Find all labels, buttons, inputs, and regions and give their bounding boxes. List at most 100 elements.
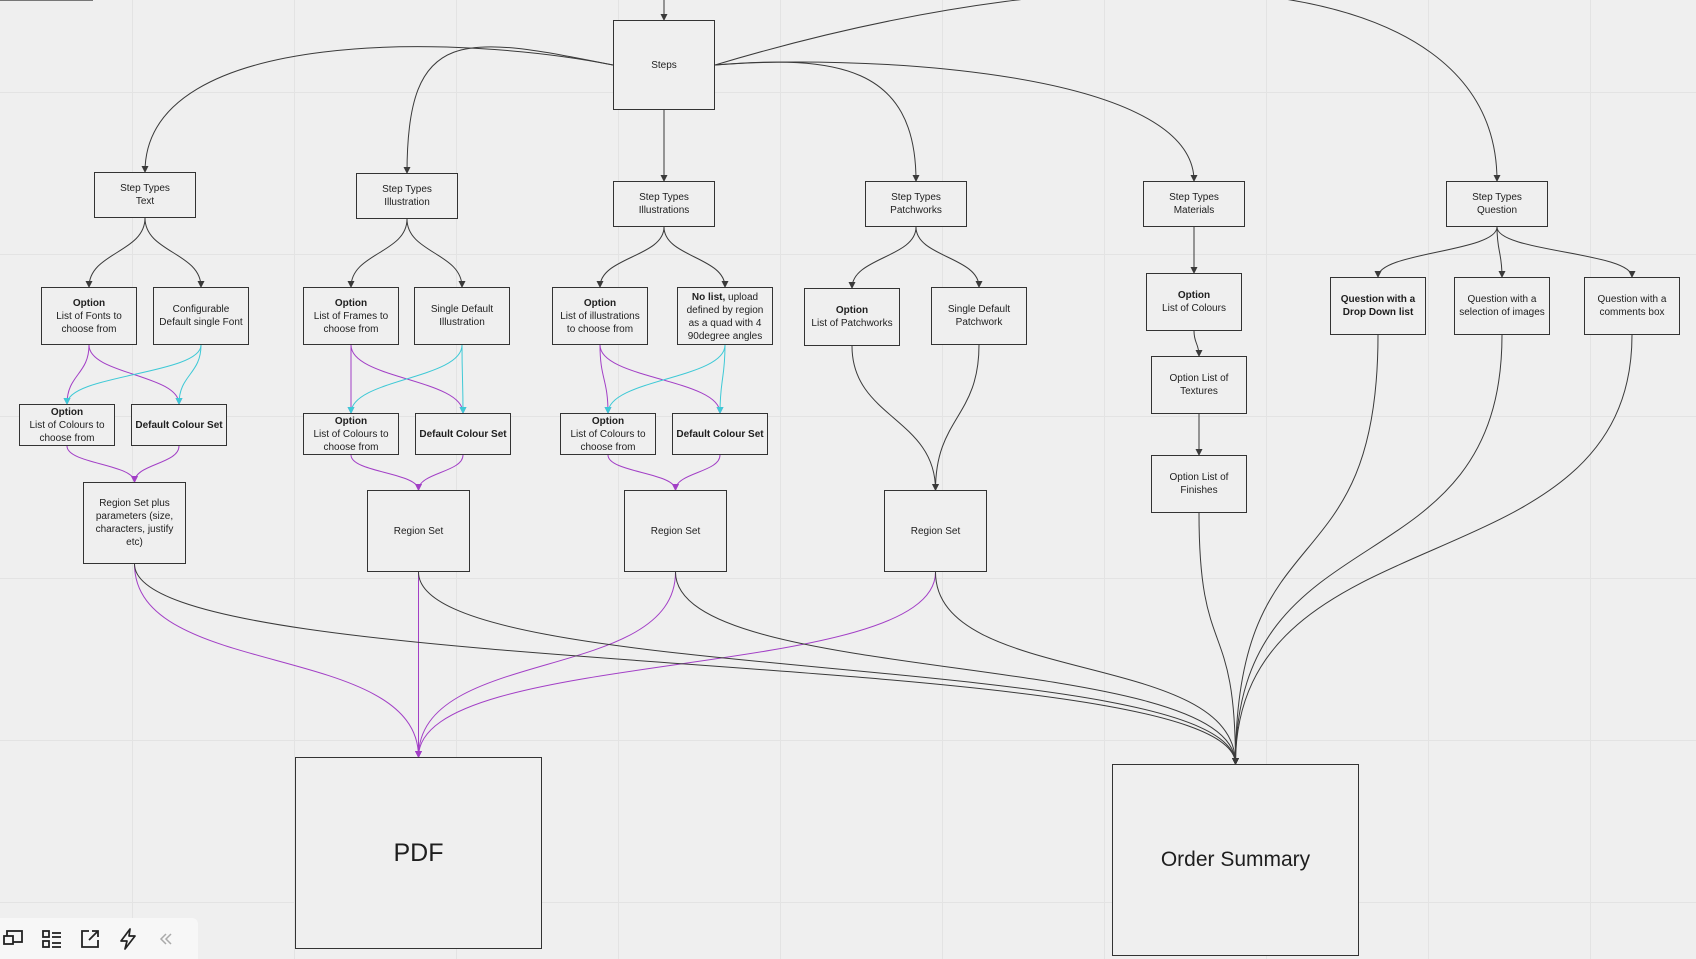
node-region-set-plus-parameters[interactable]: Region Set plus parameters (size, charac… <box>83 482 186 564</box>
node-sublabel: List of Patchworks <box>811 318 893 329</box>
node-sublabel: Patchworks <box>890 205 942 216</box>
node-order-summary[interactable]: Order Summary <box>1112 764 1359 956</box>
node-label: Single Default Illustration <box>430 304 494 328</box>
edge-region_d-to-order <box>935 571 1239 765</box>
top-left-divider <box>0 0 93 1</box>
edge-region_c-to-order <box>675 571 1239 765</box>
node-label: Default Colour Set <box>419 428 507 440</box>
node-sublabel: List of Fonts to choose from <box>56 310 122 335</box>
node-label: Question with a comments box <box>1597 294 1667 318</box>
node-sublabel: List of illustrations to choose from <box>560 310 640 335</box>
node-label: Option <box>72 297 106 309</box>
node-sublabel: List of Frames to choose from <box>313 310 389 335</box>
edge-steps-to-st_illu <box>403 46 614 174</box>
node-label: Option <box>835 305 869 316</box>
node-sublabel: upload defined by region as a quad with … <box>686 292 764 342</box>
node-label: Region Set <box>910 525 961 537</box>
edge-steps-to-st_patch <box>714 61 920 182</box>
node-label: Single Default Patchwork <box>947 304 1011 328</box>
edge-q_img-to-order <box>1232 334 1503 765</box>
node-region-set-illustrations[interactable]: Region Set <box>624 490 727 572</box>
node-configurable-default-font[interactable]: Configurable Default single Font <box>153 287 249 345</box>
node-no-list-upload[interactable]: No list, upload defined by region as a q… <box>677 287 773 345</box>
node-label: Question with a Drop Down list <box>1340 294 1416 318</box>
edge-st_q-to-q_cb <box>1496 226 1636 278</box>
node-sublabel: Illustrations <box>638 205 690 216</box>
node-region-set-patchworks[interactable]: Region Set <box>884 490 987 572</box>
node-default-colour-set-illustrations[interactable]: Default Colour Set <box>672 413 768 455</box>
node-question-selection-images[interactable]: Question with a selection of images <box>1454 277 1550 335</box>
edge-opt_col_mat-to-opt_tex <box>1193 330 1203 357</box>
edge-opt_col_a-to-region_text <box>66 445 138 483</box>
outline-icon[interactable] <box>40 927 64 951</box>
edge-conf_font-to-def_col_a <box>175 344 202 405</box>
edge-single_illu-to-def_col_b <box>459 344 467 414</box>
frames-icon[interactable] <box>2 927 26 951</box>
edge-opt_frames-to-def_col_b <box>350 344 467 414</box>
node-sublabel: List of Colours to choose from <box>29 419 105 444</box>
edge-def_col_c-to-region_c <box>672 454 721 491</box>
edge-st_patch-to-single_patch <box>915 226 983 288</box>
node-single-default-illustration[interactable]: Single Default Illustration <box>414 287 510 345</box>
edge-opt_fonts-to-opt_col_a <box>63 344 90 405</box>
node-label: Default Colour Set <box>135 419 223 431</box>
lightning-icon[interactable] <box>116 927 140 951</box>
node-label: Option <box>583 297 617 309</box>
edge-steps-to-st_mat <box>714 61 1198 182</box>
node-single-default-patchwork[interactable]: Single Default Patchwork <box>931 287 1027 345</box>
node-steps[interactable]: Steps <box>613 20 715 110</box>
node-sublabel: Text <box>135 196 155 207</box>
node-label: Steps <box>651 59 677 71</box>
node-label: No list, <box>691 292 726 303</box>
node-default-colour-set-illustration[interactable]: Default Colour Set <box>415 413 511 455</box>
node-option-list-of-finishes[interactable]: Option List of Finishes <box>1151 455 1247 513</box>
node-label: Region Set <box>650 525 701 537</box>
node-label: Order Summary <box>1160 848 1311 871</box>
edge-region_text-to-order <box>134 563 1239 765</box>
collapse-icon[interactable] <box>154 927 178 951</box>
node-label: Step Types <box>639 192 689 203</box>
edge-nolist-to-opt_col_c <box>604 344 726 414</box>
node-pdf[interactable]: PDF <box>295 757 542 949</box>
share-icon[interactable] <box>78 927 102 951</box>
node-label: Option <box>591 415 625 427</box>
node-option-list-of-textures[interactable]: Option List of Textures <box>1151 356 1247 414</box>
edge-conf_font-to-opt_col_a <box>63 344 202 405</box>
node-default-colour-set-text[interactable]: Default Colour Set <box>131 404 227 446</box>
edge-region_text-to-pdf <box>134 563 422 758</box>
edge-st_text-to-conf_font <box>144 217 205 288</box>
node-label: PDF <box>393 839 444 867</box>
node-sublabel: List of Colours <box>1162 303 1226 314</box>
edge-opt_fonts-to-def_col_a <box>88 344 183 405</box>
node-region-set-illustration[interactable]: Region Set <box>367 490 470 572</box>
edge-st_q-to-q_img <box>1496 226 1506 278</box>
node-question-comments-box[interactable]: Question with a comments box <box>1584 277 1680 335</box>
node-label: Question with a selection of images <box>1459 294 1545 318</box>
node-sublabel: Question <box>1476 205 1518 216</box>
edge-q_cb-to-order <box>1232 334 1633 765</box>
node-question-drop-down[interactable]: Question with a Drop Down list <box>1330 277 1426 335</box>
edge-st_illu-to-single_illu <box>406 218 466 288</box>
edge-opt_fin-to-order <box>1198 512 1239 765</box>
node-label: Step Types <box>382 184 432 195</box>
edge-def_col_b-to-region_b <box>415 454 464 491</box>
node-label: Option <box>334 415 368 427</box>
node-sublabel: List of Colours to choose from <box>313 428 389 453</box>
edge-st_patch-to-opt_patch <box>848 226 917 289</box>
